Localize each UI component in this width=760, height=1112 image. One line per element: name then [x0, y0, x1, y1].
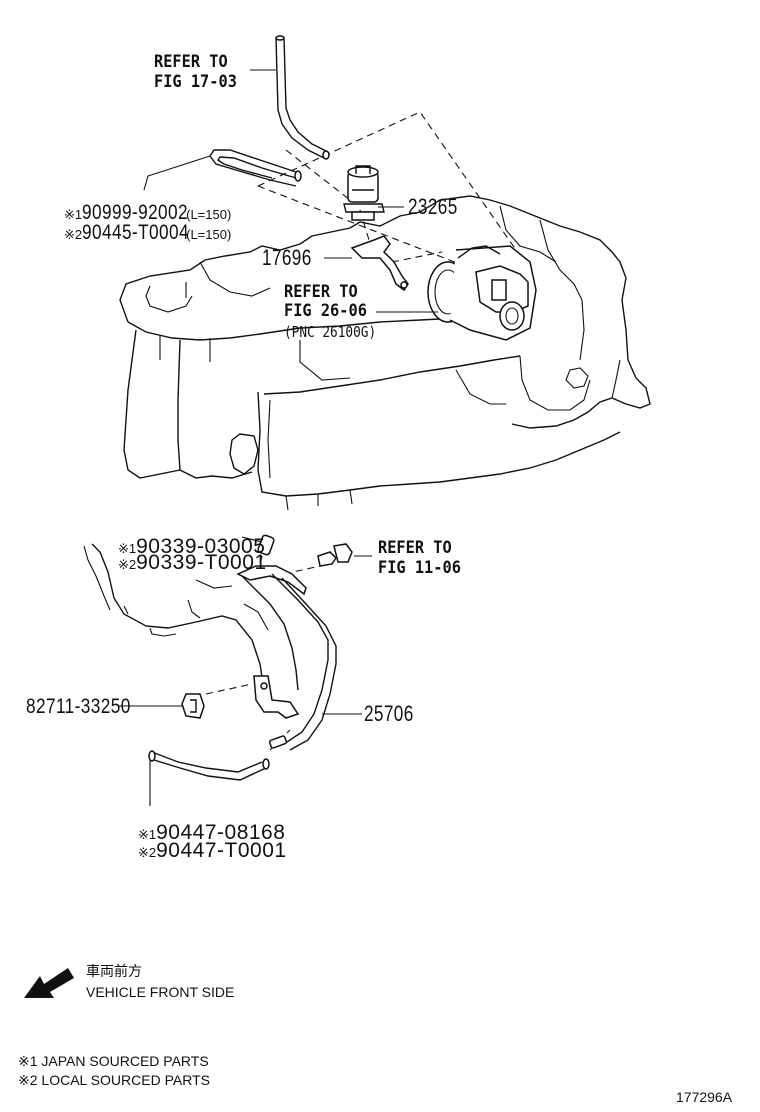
- reference-dashed-lines: [205, 111, 517, 751]
- length-spec: (L=150): [186, 207, 232, 222]
- plug-part-1[interactable]: ※190339-03005: [110, 520, 265, 557]
- mark-japan: ※1: [138, 827, 157, 842]
- refer-26-06-line1: REFER TO: [284, 282, 358, 302]
- hose-top-part-2[interactable]: ※290445-T0004(L=150): [56, 206, 231, 243]
- bolt: [317, 543, 353, 567]
- hose-top-part-1[interactable]: ※190999-92002(L=150): [56, 186, 231, 223]
- part-number: 90447-T0001: [156, 839, 287, 862]
- mark-local: ※2: [64, 227, 83, 242]
- bracket-17696: [350, 235, 409, 292]
- throttle-body: [427, 245, 537, 341]
- figure-id: 177296A: [676, 1089, 733, 1105]
- part-number: 90339-T0001: [136, 551, 267, 574]
- part-number: 90339-03005: [136, 535, 266, 558]
- vehicle-front-arrow-icon: [24, 968, 74, 998]
- pipe-25706: [236, 565, 337, 751]
- part-number: 90445-T0004: [82, 221, 190, 244]
- leader-lines: [118, 69, 438, 806]
- mark-local: ※2: [138, 845, 157, 860]
- refer-17-03-line1: REFER TO: [154, 52, 228, 72]
- part-number: 90447-08168: [156, 821, 286, 844]
- part-number: 90999-92002: [82, 201, 189, 224]
- legend-note-japan: ※1 JAPAN SOURCED PARTS: [18, 1053, 209, 1069]
- part-17696[interactable]: 17696: [262, 245, 312, 270]
- vsv-valve-23265: [343, 165, 385, 221]
- mark-local: ※2: [118, 557, 137, 572]
- vacuum-hose-top: [209, 149, 302, 187]
- legend-note-local: ※2 LOCAL SOURCED PARTS: [18, 1072, 210, 1088]
- part-23265[interactable]: 23265: [408, 194, 458, 219]
- engine-block-outline: [119, 195, 651, 511]
- vacuum-pipe-top: [275, 35, 330, 160]
- length-spec: (L=150): [186, 227, 232, 242]
- part-25706[interactable]: 25706: [364, 701, 414, 726]
- plug: [257, 534, 275, 556]
- vehicle-front-label-jp: 車両前方: [86, 963, 142, 979]
- clamp-82711: [181, 693, 205, 719]
- mark-japan: ※1: [64, 207, 83, 222]
- refer-17-03-line2: FIG 17-03: [154, 72, 237, 92]
- refer-26-06-pnc: (PNC 26100G): [284, 323, 377, 341]
- vacuum-hose-bottom: [148, 750, 270, 781]
- refer-26-06-line2: FIG 26-06: [284, 301, 367, 321]
- refer-11-06-line2: FIG 11-06: [378, 558, 461, 578]
- plug-part-2[interactable]: ※290339-T0001: [110, 536, 267, 573]
- part-82711-33250[interactable]: 82711-33250: [26, 695, 131, 718]
- vehicle-front-label-en: VEHICLE FRONT SIDE: [86, 984, 235, 1000]
- mark-japan: ※1: [118, 541, 137, 556]
- refer-11-06-line1: REFER TO: [378, 538, 452, 558]
- engine-lower-outline: [83, 543, 269, 691]
- hose-bottom-part-2[interactable]: ※290447-T0001: [130, 824, 287, 861]
- hose-bottom-part-1[interactable]: ※190447-08168: [130, 806, 285, 843]
